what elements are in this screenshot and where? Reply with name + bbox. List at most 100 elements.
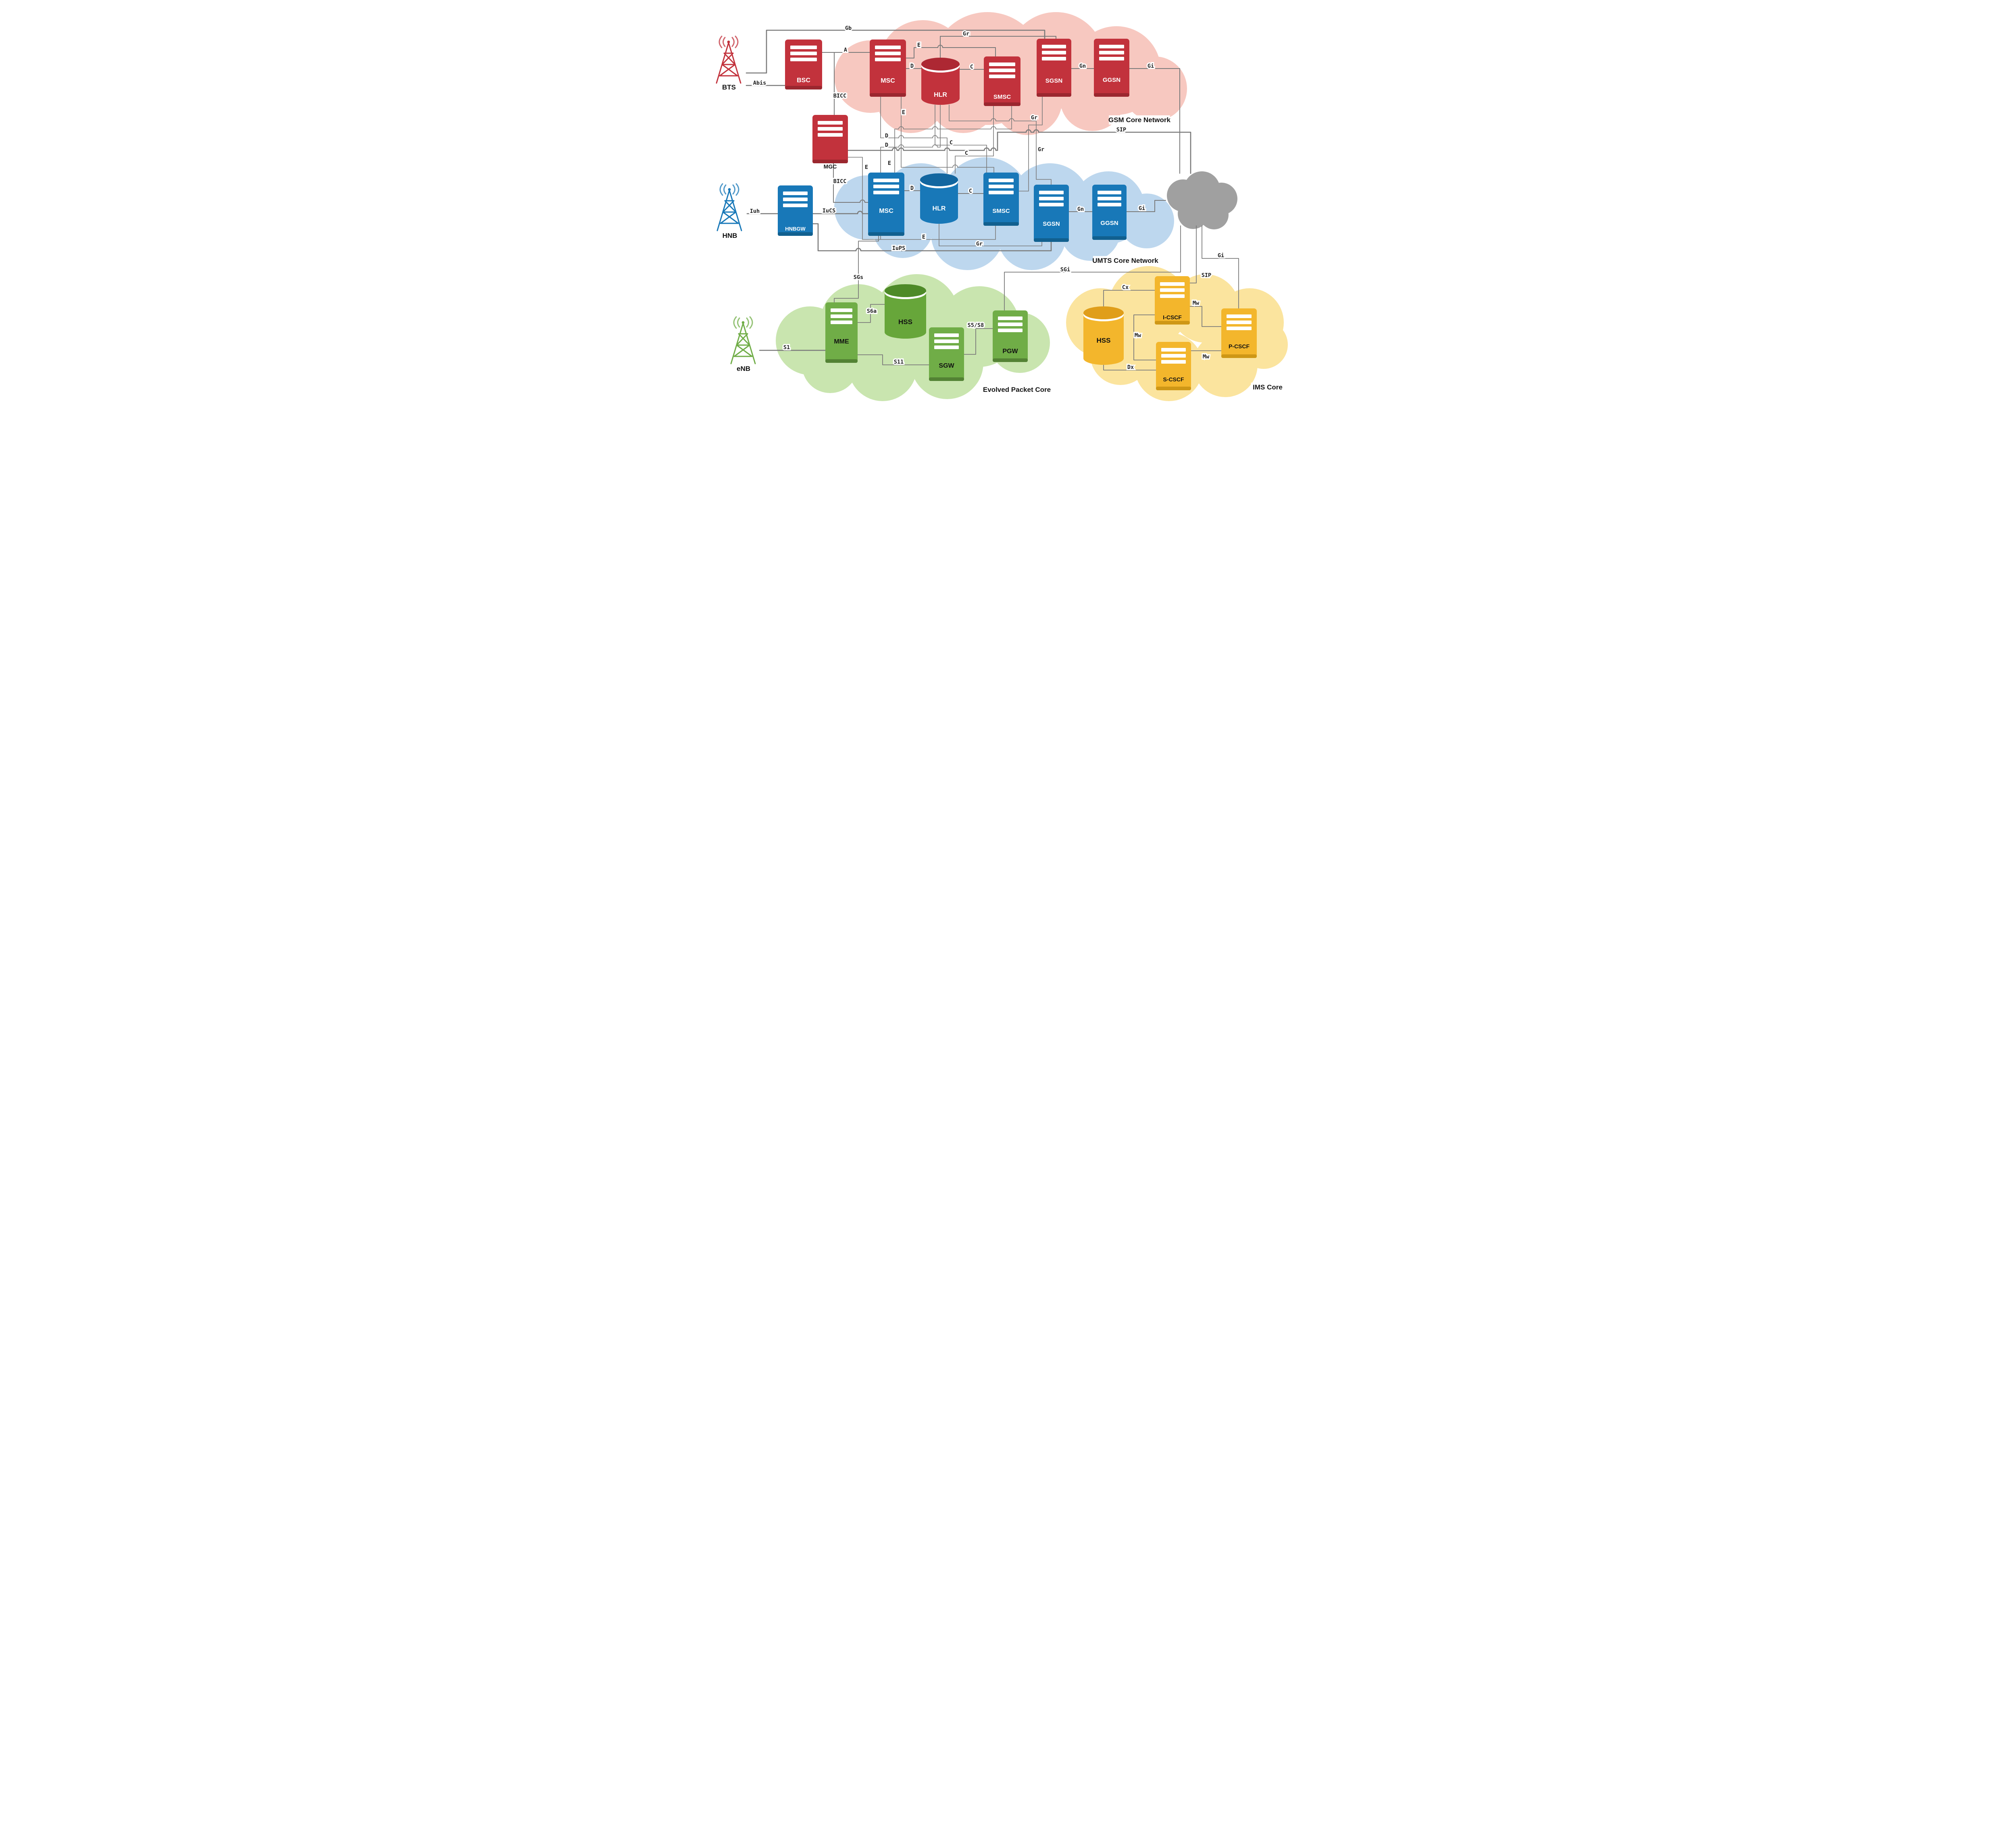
node-label-sgw: SGW [939,362,954,369]
node-pgw-base [992,358,1028,362]
edge-label-dx: Dx [1127,364,1133,370]
edge-label-s6a: S6a [866,308,876,314]
edge-label-d-gsm: D [910,63,913,69]
edge-label-mw-i-p: Mw [1192,300,1199,306]
server-slot-icon [998,323,1023,326]
node-bsc-base [785,86,822,89]
server-slot-icon [790,52,817,55]
node-msc-umts-base [868,232,904,236]
server-slot-icon [830,314,852,318]
antenna-tower-icon-hnb [716,183,742,231]
cloud-umts-core-blob [1119,194,1174,248]
server-slot-icon [873,191,899,194]
edge-label-e-cross-1: E [902,109,905,116]
cloud-label-umts: UMTS Core Network [1092,257,1158,264]
cloud-label-chip-ims [1251,383,1284,392]
node-label-sgsn-gsm: SGSN [1045,77,1062,84]
node-msc-umts: MSC [868,173,904,236]
edge-gr-gsm [939,36,1056,58]
edge-gi-umts [1126,200,1166,212]
server-slot-icon [1099,51,1124,54]
node-i-cscf: I-CSCF [1154,276,1190,325]
server-slot-icon [998,316,1023,320]
server-slot-icon [934,345,959,349]
node-label-p-cscf: P-CSCF [1228,343,1250,350]
edge-mw-i-s [1133,314,1156,360]
db-hlr-umts-top [920,173,958,186]
cloud-label-ims: IMS Core [1253,383,1283,391]
edge-label-e-cross-2: E [887,160,891,167]
radio-waves-icon [733,316,753,329]
cloud-internet-blob [1185,185,1221,222]
node-label-ggsn-gsm: GGSN [1102,77,1120,83]
edge-label-c-umts: C [968,188,972,194]
node-s-cscf-base [1156,387,1191,390]
server-slot-icon [873,179,899,182]
server-slot-icon [790,46,817,49]
edge-sip-ims [1189,225,1197,283]
cloud-label-chip-umts [1093,256,1158,265]
node-label-ggsn-umts: GGSN [1100,220,1118,227]
edge-label-iucs: IuCS [822,208,835,214]
edge-c-cross-1 [934,104,987,173]
node-label-i-cscf: I-CSCF [1163,314,1182,321]
cloud-label-epc: Evolved Packet Core [983,386,1050,393]
edge-d-cross-2 [880,104,941,173]
edge-label-d-cross-2: D [885,142,888,148]
edge-d-cross-1 [880,96,948,174]
node-smsc-umts-base [983,222,1019,226]
server-slot-icon [817,133,843,137]
server-slot-icon [783,198,808,201]
server-slot-icon [1160,282,1185,286]
edge-label-a: A [843,47,847,53]
edge-label-gn-gsm: Gn [1079,63,1085,69]
node-label-pgw: PGW [1002,348,1018,355]
server-slot-icon [1226,314,1252,318]
server-slot-icon [817,121,843,125]
edge-dx [1103,364,1156,370]
node-hnbgw: HNBGW [777,185,813,236]
db-label-hss-epc: HSS [898,318,912,326]
db-hlr-umts: HLR [920,173,958,224]
node-label-mgc: MGC [823,163,837,170]
cloud-internet [1166,171,1237,229]
edge-label-gn-umts: Gn [1077,206,1083,212]
edge-label-sip-ims: SIP [1201,272,1211,279]
node-bsc: BSC [785,40,822,89]
edge-label-bicc-umts: BICC [833,178,846,185]
server-slot-icon [1097,203,1121,206]
antenna-tower-icon-bts [716,35,741,84]
server-slot-icon [989,69,1015,72]
server-slot-icon [1160,294,1185,298]
server-slot-icon [1097,197,1121,200]
node-sgsn-gsm: SGSN [1036,39,1071,97]
edge-label-gr-umts: Gr [976,241,982,247]
server-slot-icon [1041,57,1066,60]
node-label-msc-umts: MSC [879,208,893,214]
node-msc-gsm: MSC [869,40,906,97]
radio-waves-icon [719,35,738,48]
edge-label-gr-cross-1: Gr [1031,114,1037,121]
server-slot-icon [875,52,901,55]
edge-sgi [1004,225,1181,311]
edge-label-s5s8: S5/S8 [967,322,984,329]
server-slot-icon [1039,197,1064,200]
cloud-label-chip-gsm [1108,115,1170,125]
tower-beacon [728,188,731,191]
edge-label-gi-gsm: Gi [1147,63,1154,69]
server-slot-icon [934,333,959,337]
node-label-mme: MME [834,338,849,345]
server-slot-icon [998,329,1023,332]
edge-label-c-cross-1: C [949,139,952,146]
edge-sip-mgc [846,129,1191,174]
edge-label-bicc-gsm: BICC [833,93,846,99]
edge-label-sgs: SGs [853,274,863,281]
edge-label-sip-mgc: SIP [1116,127,1126,133]
server-slot-icon [1161,360,1186,364]
edge-label-mw-s-p: Mw [1202,354,1209,360]
node-ggsn-gsm-base [1093,93,1129,97]
node-ggsn-umts: GGSN [1092,185,1127,240]
server-slot-icon [1226,321,1252,324]
edge-label-abis: Abis [753,80,766,86]
